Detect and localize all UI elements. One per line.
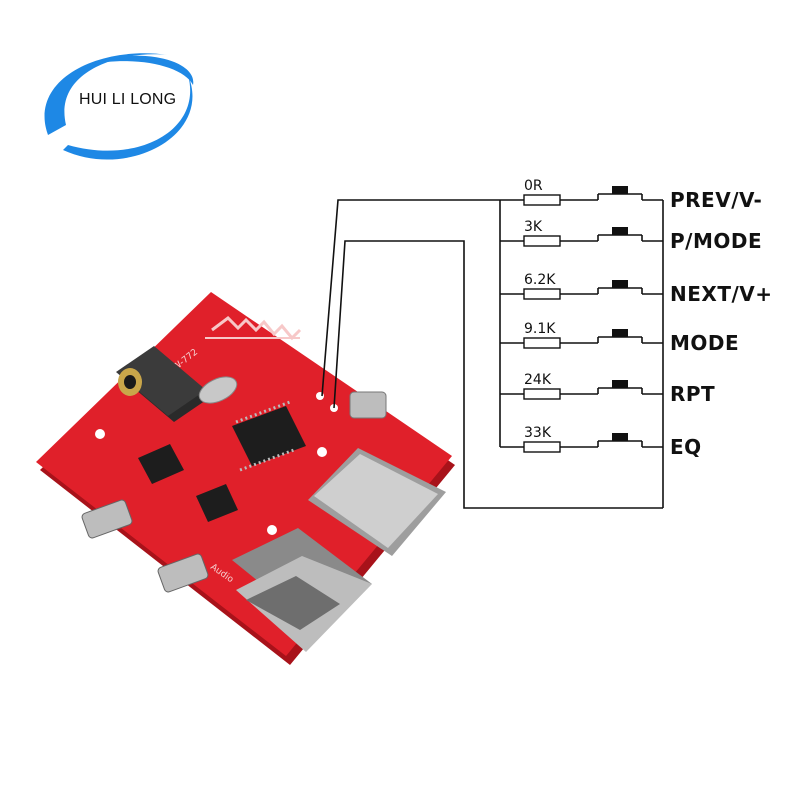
switch-button-icon	[612, 227, 628, 235]
resistor-value: 33K	[524, 425, 552, 441]
brand-logo	[28, 40, 218, 170]
button-row: 24K RPT	[500, 372, 715, 406]
power-chip	[196, 484, 238, 522]
button-row: 3K P/MODE	[500, 219, 762, 253]
bluetooth-audio-board: HW-772 Audio	[36, 292, 455, 665]
button-row: 0R PREV/V-	[500, 178, 762, 212]
sd-card-slot	[308, 448, 446, 556]
micro-usb-port	[81, 499, 133, 539]
audio-jack	[116, 346, 212, 422]
mount-hole	[267, 525, 277, 535]
resistor-symbol	[523, 337, 561, 349]
lead-wire-1	[321, 199, 500, 397]
button-function-label: P/MODE	[670, 229, 762, 253]
resistor-value: 9.1K	[524, 321, 556, 337]
button-row: 33K EQ	[500, 425, 702, 459]
resistor-symbol	[523, 288, 561, 300]
resistor-value: 3K	[524, 219, 543, 235]
usb-a-port	[232, 528, 372, 652]
microphone	[349, 391, 387, 419]
button-function-label: PREV/V-	[670, 188, 762, 212]
button-row: 9.1K MODE	[500, 321, 739, 355]
resistor-symbol	[523, 441, 561, 453]
brand-name: HUI LI LONG	[79, 91, 177, 108]
logo-swoosh-icon	[44, 53, 194, 160]
resistor-symbol	[523, 235, 561, 247]
mount-hole	[95, 429, 105, 439]
main-ic-chip	[232, 400, 306, 472]
micro-usb-port	[157, 553, 209, 593]
resistor-value: 24K	[524, 372, 552, 388]
switch-button-icon	[612, 329, 628, 337]
resistor-value: 6.2K	[524, 272, 556, 288]
button-rows: 0R PREV/V- 3K P/MODE 6.2K NEXT/V+ 9.1K MODE 24K R…	[500, 178, 773, 459]
button-row: 6.2K NEXT/V+	[500, 272, 773, 306]
resistor-symbol	[523, 388, 561, 400]
button-function-label: EQ	[670, 435, 702, 459]
antenna-trace	[211, 316, 302, 341]
switch-button-icon	[612, 186, 628, 194]
resistor-symbol	[523, 194, 561, 206]
lead-wire-2	[333, 240, 663, 509]
button-function-label: NEXT/V+	[670, 282, 773, 306]
resistor-value: 0R	[524, 178, 543, 194]
switch-button-icon	[612, 380, 628, 388]
button-function-label: RPT	[670, 382, 715, 406]
switch-button-icon	[612, 280, 628, 288]
amp-chip	[138, 444, 184, 484]
mount-hole	[317, 447, 327, 457]
crystal	[198, 376, 238, 404]
button-function-label: MODE	[670, 331, 739, 355]
switch-button-icon	[612, 433, 628, 441]
